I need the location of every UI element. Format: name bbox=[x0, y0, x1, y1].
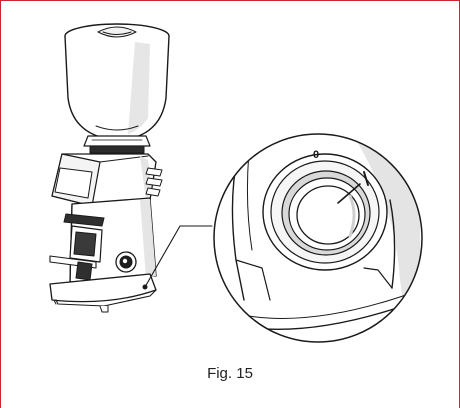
selector-knob-inner bbox=[296, 185, 360, 245]
grinder-base bbox=[49, 273, 157, 313]
callout-leader-line bbox=[144, 225, 213, 288]
on-off-knob bbox=[115, 251, 137, 273]
hopper-collar bbox=[83, 135, 151, 154]
knob-pointer bbox=[337, 183, 361, 204]
position-label-off: 0 bbox=[313, 149, 319, 161]
bean-hopper bbox=[64, 23, 170, 138]
detail-magnifier bbox=[213, 133, 423, 343]
coffee-grinder bbox=[49, 23, 170, 313]
position-mark-on bbox=[363, 171, 369, 186]
portafilter-fork bbox=[49, 213, 105, 281]
figure-caption: Fig. 15 bbox=[207, 365, 253, 382]
side-fins bbox=[145, 167, 163, 197]
